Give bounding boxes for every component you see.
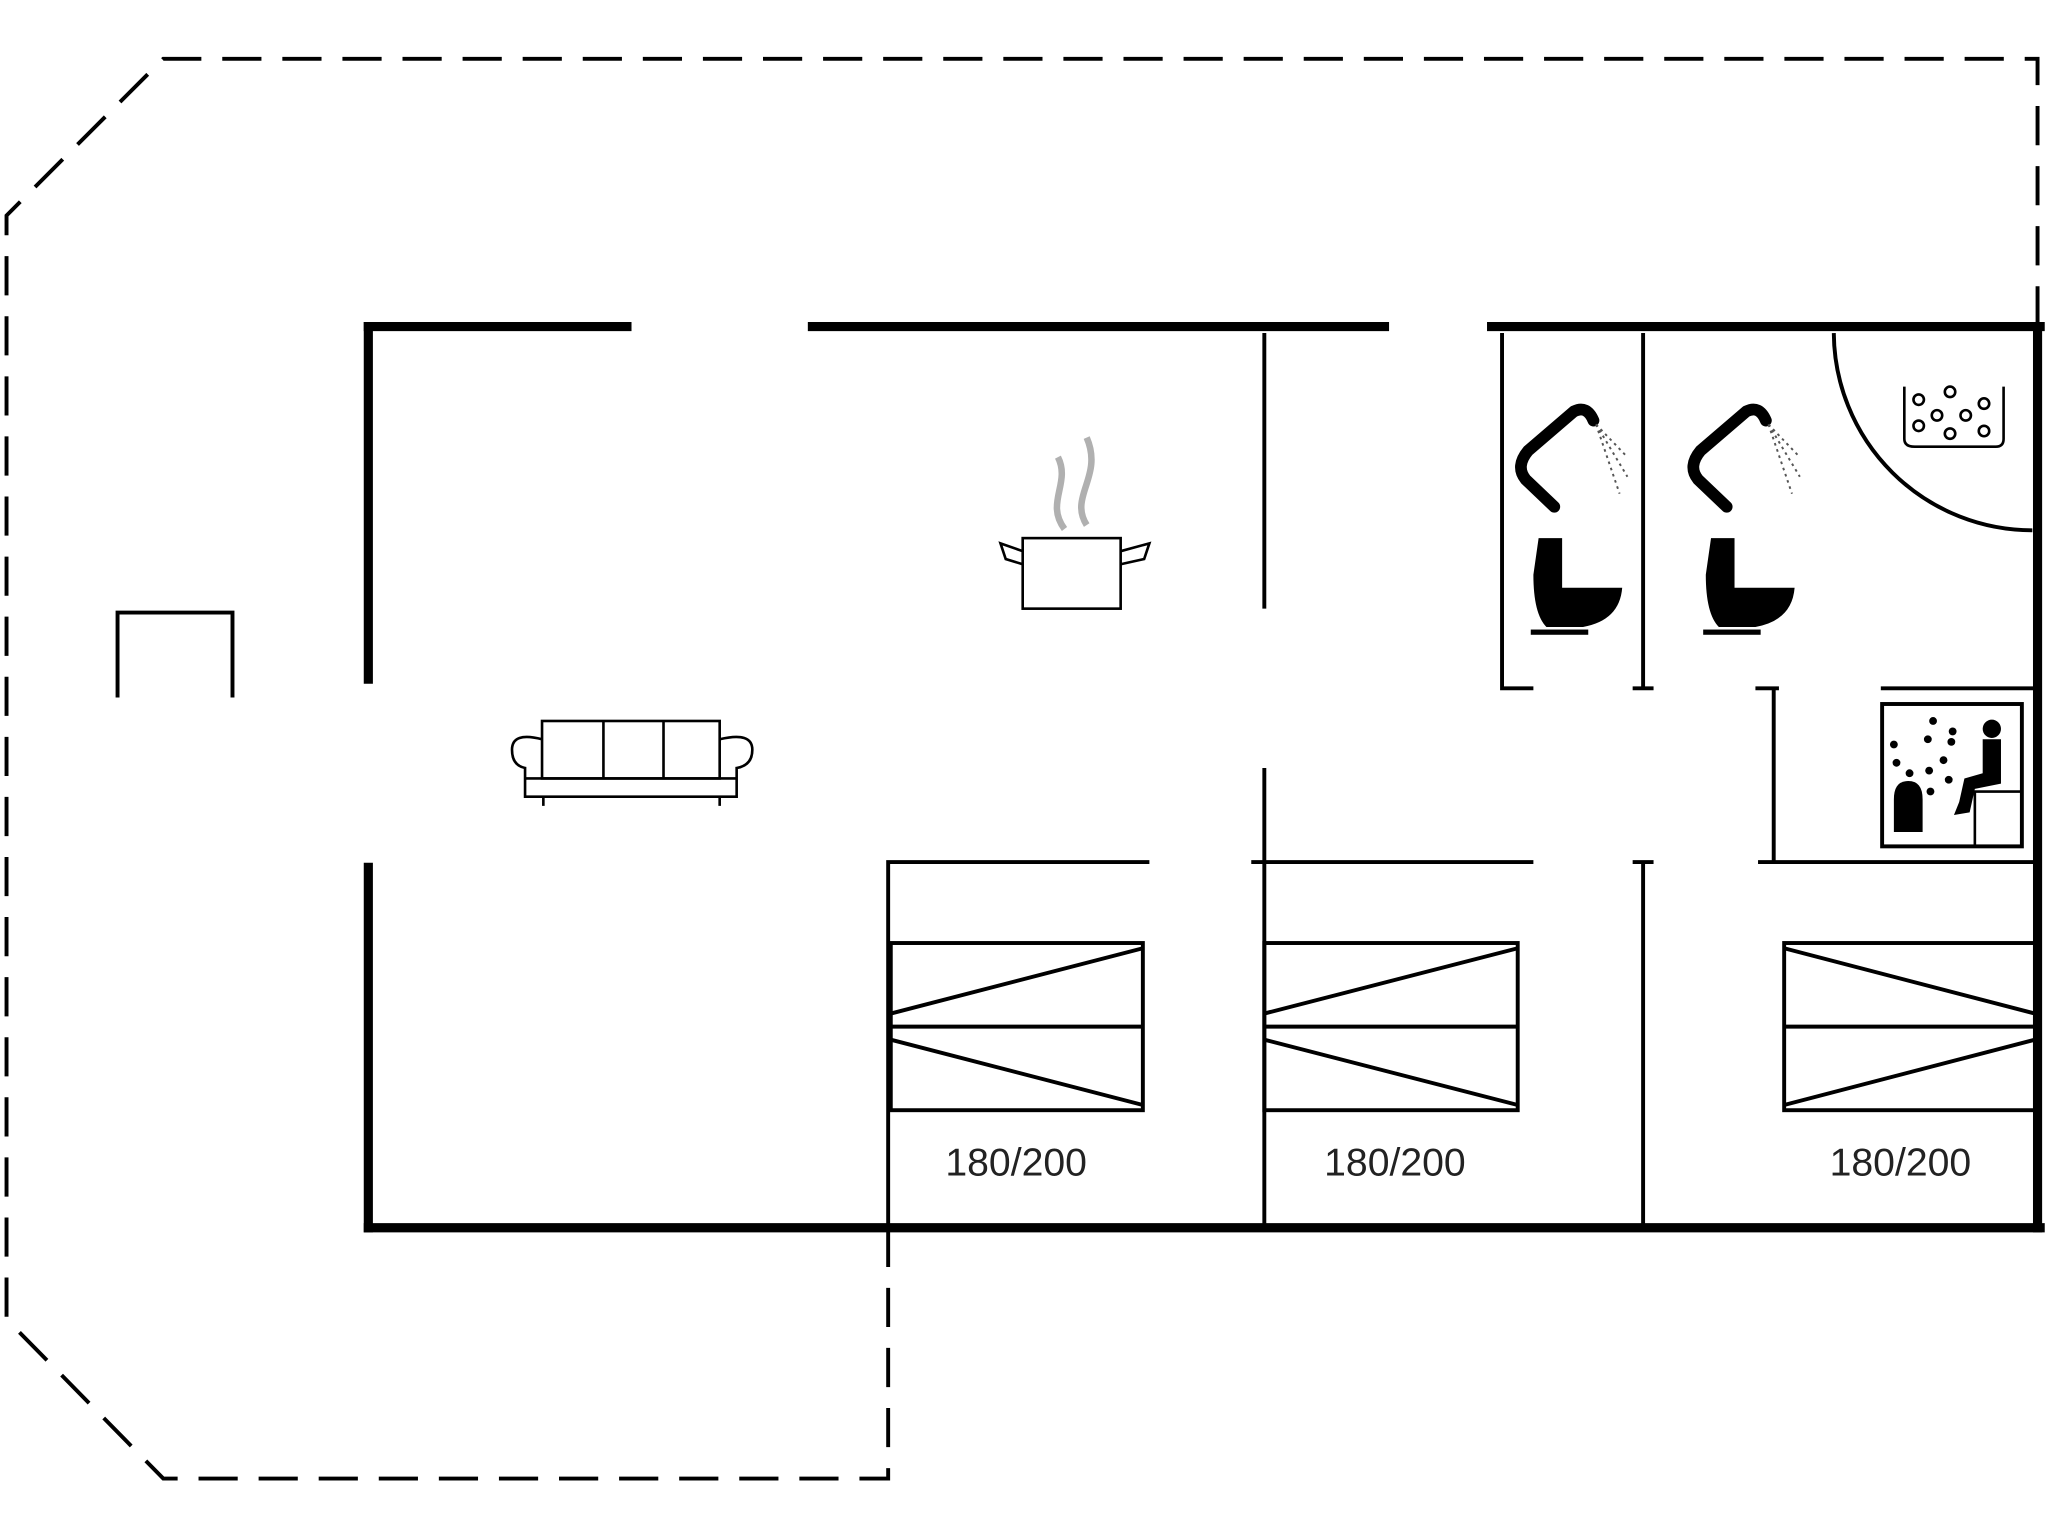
cooking-pot-icon bbox=[998, 436, 1152, 610]
shower-icon bbox=[1515, 403, 1629, 513]
shower-icon bbox=[1687, 403, 1801, 513]
outer-walls bbox=[363, 321, 2045, 1233]
terrace-outline bbox=[4, 56, 2040, 1481]
bathroom-2 bbox=[1687, 403, 1801, 635]
bed-icon bbox=[1262, 941, 1520, 1113]
hot-tub-area-arc bbox=[1831, 333, 2033, 533]
sauna-icon bbox=[1880, 702, 2024, 849]
bed-icon bbox=[888, 941, 1145, 1113]
outdoor-shed bbox=[115, 610, 235, 698]
bed-size-label: 180/200 bbox=[1830, 1142, 1972, 1185]
bathroom-1 bbox=[1515, 403, 1629, 635]
toilet-icon bbox=[1703, 538, 1795, 635]
bed-icon bbox=[1782, 941, 2037, 1113]
hot-tub-icon bbox=[1903, 385, 2005, 448]
bed-size-label: 180/200 bbox=[945, 1142, 1087, 1185]
sofa-icon bbox=[510, 719, 754, 806]
toilet-icon bbox=[1530, 538, 1623, 635]
bed-size-label: 180/200 bbox=[1324, 1142, 1466, 1185]
